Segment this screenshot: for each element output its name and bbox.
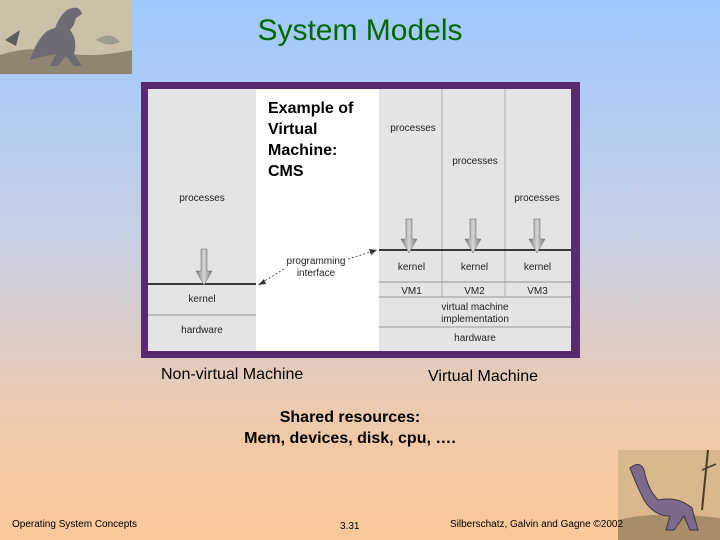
example-line-1: Example of — [268, 100, 354, 117]
caption-non-virtual: Non-virtual Machine — [161, 366, 304, 383]
left-hardware-label: hardware — [181, 325, 223, 336]
shared-resources-text: Shared resources: Mem, devices, disk, cp… — [200, 407, 500, 449]
interface-pointer-right-head — [369, 249, 377, 255]
dinosaur-bottom-right-icon — [618, 450, 720, 540]
footer-slide-number: 3.31 — [340, 521, 360, 532]
left-processes-label: processes — [179, 193, 225, 204]
vm1-arrow — [400, 218, 418, 254]
vm3-kernel-label: kernel — [523, 262, 552, 273]
vm3-arrow — [528, 218, 546, 254]
caption-virtual: Virtual Machine — [428, 368, 538, 385]
programming-interface-label: programming interface — [276, 256, 356, 280]
footer-authors: Silberschatz, Galvin and Gagne ©2002 — [450, 519, 624, 530]
left-kernel-box — [148, 284, 256, 314]
example-line-2: Virtual — [268, 121, 318, 138]
vm1-kernel-label: kernel — [397, 262, 426, 273]
example-line-3: Machine: — [268, 142, 338, 159]
interface-pointer-left-head — [258, 279, 266, 285]
right-hardware-label: hardware — [454, 333, 496, 344]
vm3-processes-label: processes — [514, 193, 560, 204]
vm-diagram — [148, 89, 571, 351]
vm-implementation-line-1: virtual machine — [441, 302, 509, 313]
vm2-processes-label: processes — [452, 156, 498, 167]
vm1-processes-label: processes — [390, 123, 436, 134]
left-syscall-arrow — [195, 248, 213, 286]
example-line-4: CMS — [268, 163, 304, 180]
vm2-label: VM2 — [464, 286, 485, 297]
vm1-label: VM1 — [401, 286, 422, 297]
shared-line-1: Shared resources: — [279, 409, 421, 426]
dinosaur-top-left-icon — [0, 0, 132, 74]
vm2-arrow — [464, 218, 482, 254]
vm-implementation-label: virtual machine implementation — [379, 302, 571, 326]
programming-interface-line-1: programming — [286, 256, 346, 267]
example-cms-text: Example of Virtual Machine: CMS — [268, 98, 378, 182]
left-kernel-label: kernel — [188, 294, 216, 305]
vm-implementation-line-2: implementation — [441, 314, 509, 325]
vm2-kernel-label: kernel — [460, 262, 489, 273]
shared-line-2: Mem, devices, disk, cpu, …. — [244, 430, 456, 447]
left-hardware-box — [148, 314, 256, 351]
slide-title: System Models — [257, 14, 463, 47]
programming-interface-line-2: interface — [296, 268, 336, 279]
vm3-label: VM3 — [527, 286, 548, 297]
footer-course: Operating System Concepts — [12, 519, 138, 530]
